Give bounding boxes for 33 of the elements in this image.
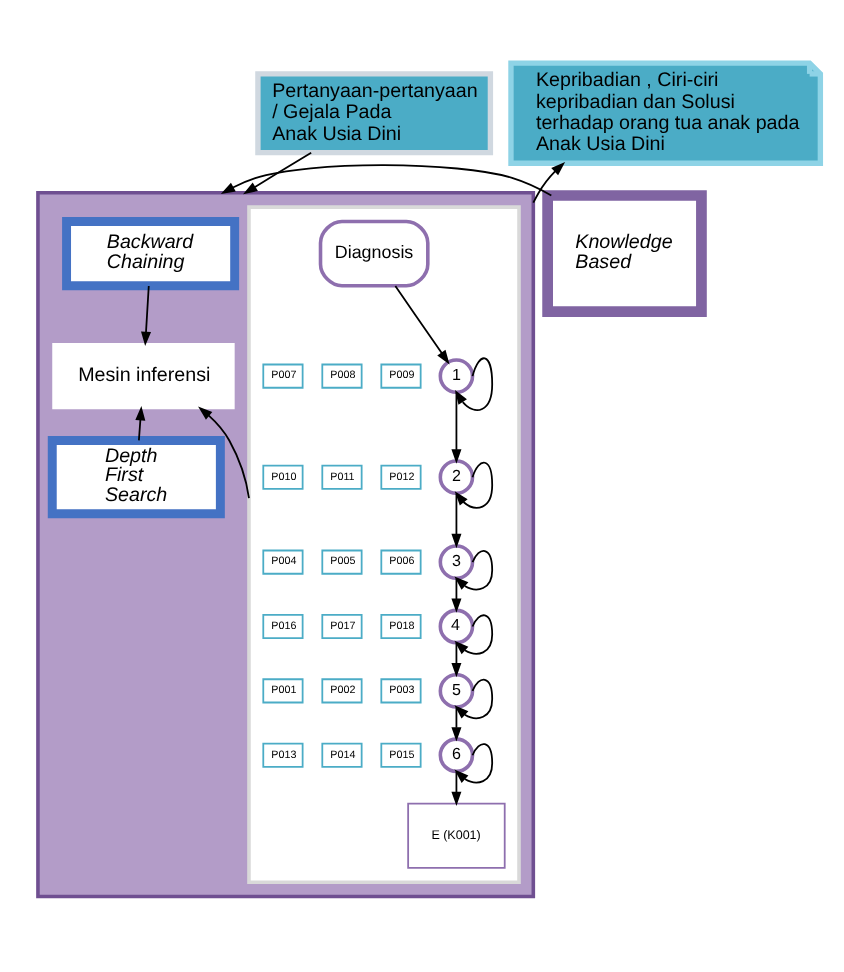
arrow [454, 356, 494, 410]
arrow [451, 769, 462, 805]
cluster [36, 190, 536, 898]
node-circle: 4 [438, 607, 475, 644]
node-circle: 2 [438, 458, 475, 495]
arrow [454, 460, 494, 508]
cluster [247, 204, 521, 883]
arrow [394, 284, 450, 364]
arrow [198, 405, 250, 498]
arrow [454, 677, 494, 719]
arrow [454, 613, 494, 654]
arrow [451, 641, 462, 677]
arrow [243, 150, 313, 194]
arrow [451, 576, 462, 612]
node-box: Pertanyaan-pertanyaan / Gejala Pada Anak Usia Dini [255, 70, 494, 155]
node-box: Backward Chaining [62, 215, 240, 290]
node-circle: 3 [438, 543, 475, 579]
node-box: Knowledge Based [542, 189, 707, 317]
arrow [454, 549, 494, 590]
arrow [220, 163, 553, 196]
node-box: Mesin inferensi [52, 342, 235, 409]
node-circle: 5 [438, 672, 475, 708]
arrow [451, 492, 462, 548]
node-circle: 1 [438, 357, 475, 393]
arrow [141, 284, 152, 346]
arrow [135, 405, 146, 441]
arrow [532, 160, 566, 203]
arrow [451, 705, 462, 741]
arrow [454, 742, 494, 783]
arrow [451, 390, 462, 463]
node-box: Diagnosis [318, 218, 430, 287]
node-box: Depth First Search [47, 435, 225, 518]
node-circle: 6 [438, 736, 475, 773]
